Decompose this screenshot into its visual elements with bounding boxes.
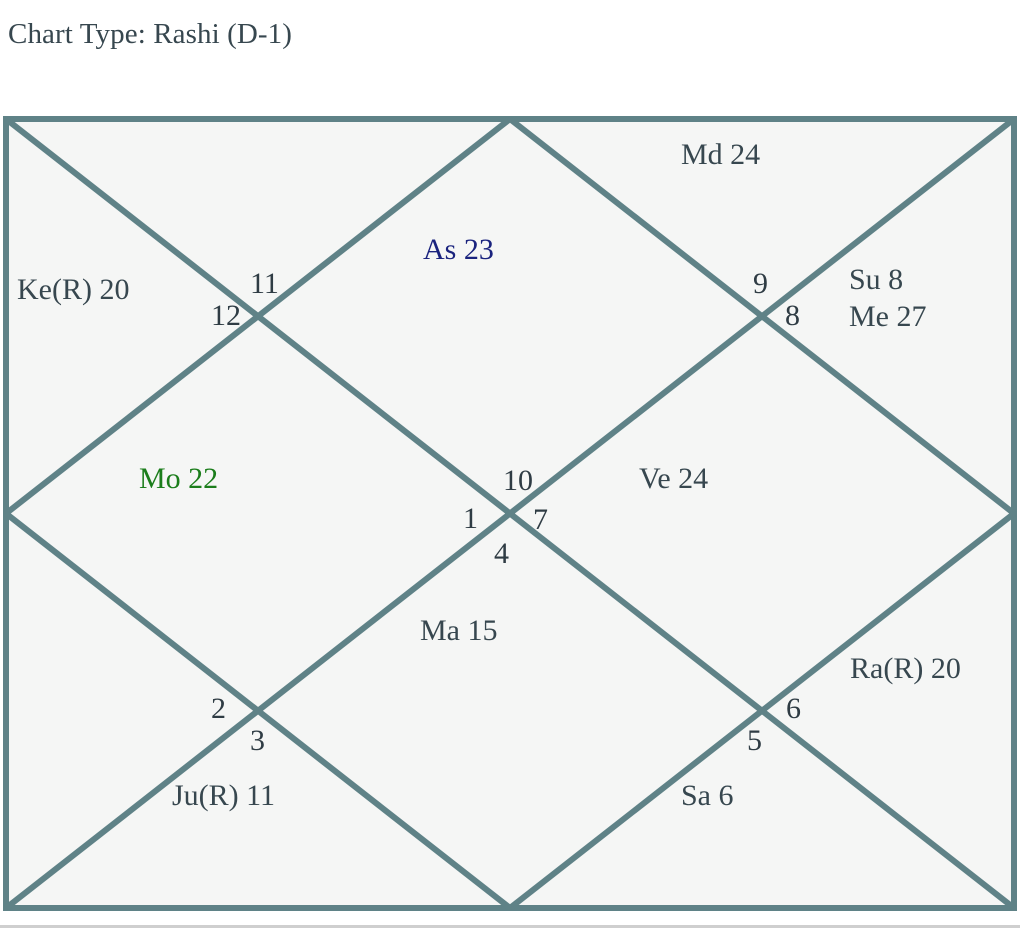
house-number-11: 11 — [250, 267, 279, 300]
house-number-3: 3 — [250, 724, 265, 757]
planet-label-rahu: Ra(R) 20 — [850, 652, 961, 685]
house-number-4: 4 — [494, 537, 509, 570]
chart-diagonal-tr-bl — [4, 116, 1016, 911]
rashi-chart-svg — [3, 116, 1017, 911]
house-number-12: 12 — [211, 299, 241, 332]
house-number-8: 8 — [785, 299, 800, 332]
chart-diamond-bottom-right — [508, 511, 1016, 911]
page-bottom-divider — [0, 925, 1020, 928]
rashi-chart[interactable]: 10 1 7 4 11 12 9 8 2 3 6 5 Md 24 As 23 K… — [0, 112, 1020, 917]
planet-label-moon: Mo 22 — [139, 462, 219, 495]
planet-label-ascendant: As 23 — [423, 233, 494, 266]
chart-diamond-bottom-left — [4, 511, 512, 911]
planet-label-jupiter: Ju(R) 11 — [172, 779, 276, 812]
planet-label-sun: Su 8 — [849, 263, 904, 296]
house-number-7: 7 — [533, 503, 548, 536]
house-number-9: 9 — [753, 267, 768, 300]
planet-label-midheaven: Md 24 — [681, 138, 761, 171]
house-number-5: 5 — [747, 724, 762, 757]
house-number-2: 2 — [211, 692, 226, 725]
chart-diamond-top-right — [508, 116, 1016, 516]
planet-label-saturn: Sa 6 — [681, 779, 734, 812]
house-number-6: 6 — [786, 692, 801, 725]
planet-label-mercury: Me 27 — [849, 300, 927, 333]
chart-diamond-top-left — [4, 116, 512, 516]
house-number-1: 1 — [463, 502, 478, 535]
planet-label-venus: Ve 24 — [639, 462, 709, 495]
house-number-10: 10 — [503, 464, 533, 497]
page-title: Chart Type: Rashi (D-1) — [8, 18, 293, 50]
planet-label-mars: Ma 15 — [420, 614, 498, 647]
planet-label-ketu: Ke(R) 20 — [17, 273, 130, 306]
